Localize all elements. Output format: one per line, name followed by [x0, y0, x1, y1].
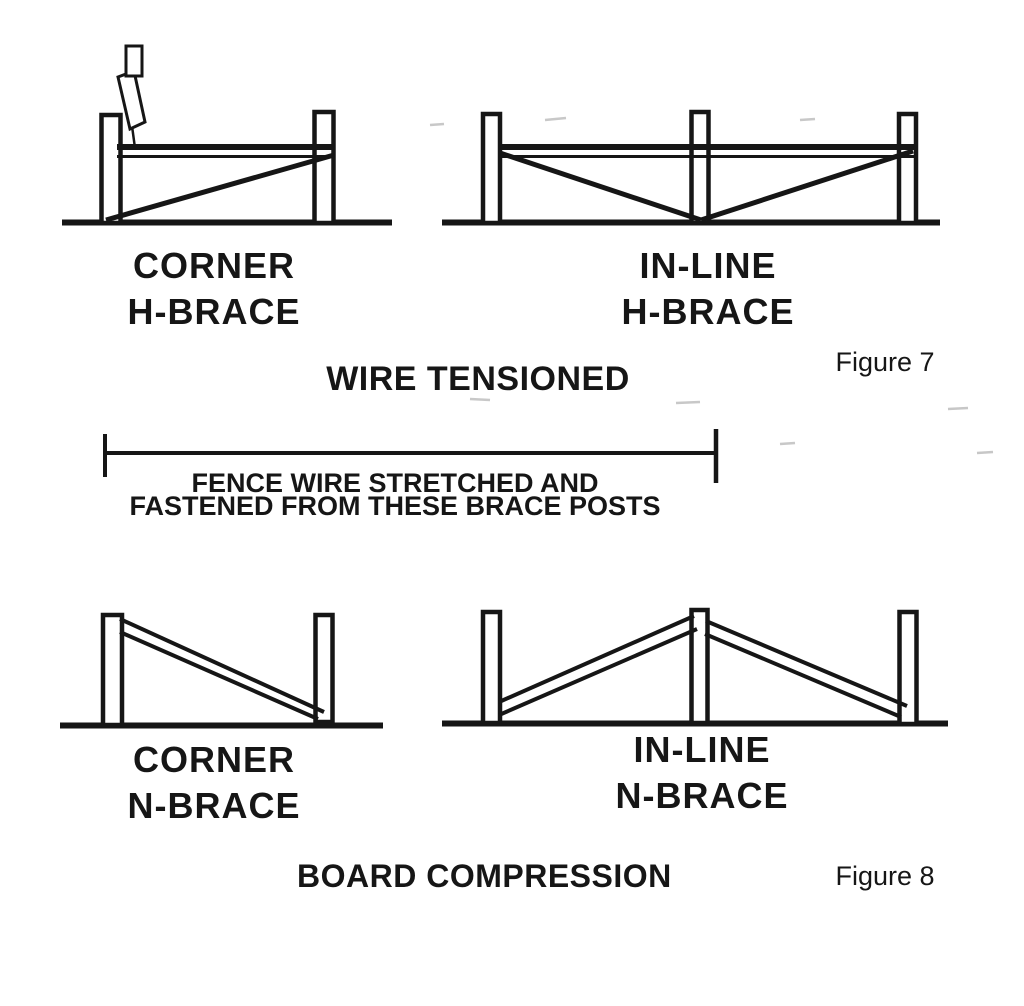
- diagonal-board-top-edge: [498, 614, 695, 704]
- corner-n-brace-drawing: [60, 612, 383, 729]
- fence-post: [480, 111, 503, 226]
- inline-h-brace-label-line2: H-BRACE: [621, 291, 795, 332]
- fence-post: [689, 109, 711, 226]
- inline-h-brace-drawing: [442, 109, 940, 226]
- diagonal-board-bottom-edge: [704, 632, 902, 719]
- inline-h-brace-label-line1: IN-LINE: [639, 245, 777, 286]
- figure8-title: BOARD COMPRESSION: [297, 858, 672, 894]
- wire-span-dimension-line: [103, 429, 719, 483]
- twist-stick-connector: [130, 125, 137, 149]
- fence-post: [313, 612, 335, 725]
- fence-post: [897, 609, 919, 727]
- diagonal-brace-wire: [499, 150, 702, 223]
- diagonal-board-bottom-edge: [119, 630, 319, 721]
- dimension-note-line2: FASTENED FROM THESE BRACE POSTS: [129, 491, 661, 521]
- fence-post: [689, 607, 710, 726]
- inline-n-brace-label-line2: N-BRACE: [615, 775, 789, 816]
- inline-n-brace-label: IN-LINE N-BRACE: [542, 727, 862, 819]
- diagonal-board-top-edge: [119, 617, 325, 714]
- corner-h-brace-label-line2: H-BRACE: [127, 291, 301, 332]
- inline-n-brace-drawing: [442, 607, 948, 727]
- wire-twist-stick: [116, 44, 147, 149]
- figure8-number: Figure 8: [835, 861, 935, 891]
- diagonal-board-top-edge: [705, 619, 908, 708]
- corner-h-brace-label-line1: CORNER: [132, 245, 295, 286]
- figure7-number: Figure 7: [835, 347, 935, 377]
- corner-n-brace-label-line2: N-BRACE: [127, 785, 301, 826]
- fence-post: [100, 612, 125, 728]
- inline-h-brace-label: IN-LINE H-BRACE: [548, 243, 868, 335]
- dimension-note: FENCE WIRE STRETCHED AND FASTENED FROM T…: [95, 468, 695, 521]
- diagonal-brace-wire: [105, 152, 335, 223]
- figure7-title: WIRE TENSIONED: [326, 360, 630, 398]
- diagonal-brace-wire: [700, 148, 914, 223]
- twist-stick-handle: [124, 44, 144, 78]
- corner-n-brace-label-line1: CORNER: [132, 739, 295, 780]
- fence-post: [99, 112, 123, 226]
- corner-n-brace-label: CORNER N-BRACE: [54, 737, 374, 829]
- fence-post: [480, 609, 503, 726]
- dimension-note-line1: FENCE WIRE STRETCHED AND: [191, 468, 599, 498]
- diagonal-board-bottom-edge: [498, 627, 698, 717]
- fence-post: [896, 111, 919, 226]
- corner-h-brace-drawing: [62, 44, 392, 226]
- corner-h-brace-label: CORNER H-BRACE: [54, 243, 374, 335]
- fence-post: [312, 109, 336, 226]
- inline-n-brace-label-line1: IN-LINE: [633, 729, 771, 770]
- scan-artifacts: [429, 116, 994, 455]
